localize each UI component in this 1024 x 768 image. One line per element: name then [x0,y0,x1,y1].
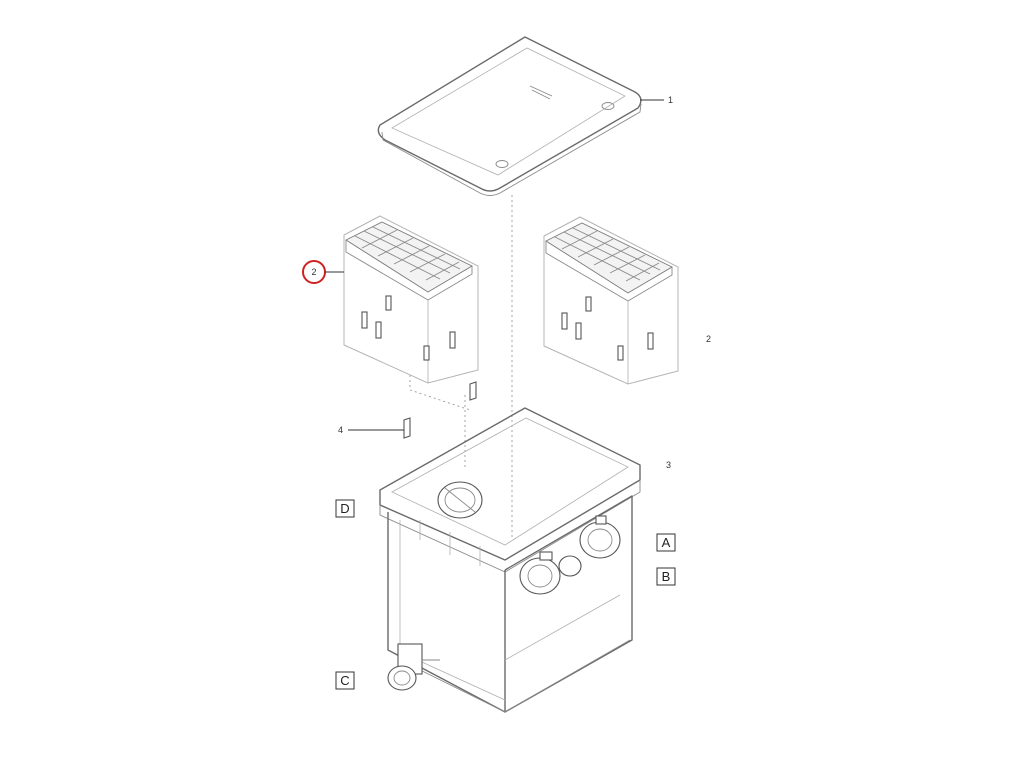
clip-part [403,381,477,439]
basket-clip-icon [361,295,456,361]
lid-hole-icon [601,102,615,110]
inlet-fitting-d [437,481,483,519]
callout-2-right: 2 [706,334,711,344]
outlet-fitting-a [579,515,621,559]
connection-label-b: B [656,567,676,586]
outlet-fitting-b [519,551,582,595]
callout-2-label: 2 [311,267,316,277]
media-basket-right [543,216,679,385]
basket-clip-icon [561,296,654,361]
connection-label-c: C [335,671,355,690]
callout-3: 3 [666,460,671,470]
callout-3-label: 3 [666,460,671,470]
connection-label-d: D [335,499,355,518]
callout-1-label: 1 [668,95,673,105]
svg-text:B: B [662,569,671,584]
svg-text:A: A [662,535,671,550]
filter-housing-part [379,407,641,713]
lid-part [377,36,642,196]
connection-label-a: A [656,533,676,552]
media-basket-left [343,215,479,384]
lid-logo-mark [529,85,553,100]
svg-text:C: C [340,673,349,688]
callout-1: 1 [640,95,673,105]
callout-4-label: 4 [338,425,343,435]
callout-4: 4 [338,425,404,435]
callout-2-highlight: 2 [302,260,344,284]
svg-text:D: D [340,501,349,516]
callout-2-right-label: 2 [706,334,711,344]
lid-hole-icon [495,160,509,168]
drain-fitting-c [387,643,440,691]
